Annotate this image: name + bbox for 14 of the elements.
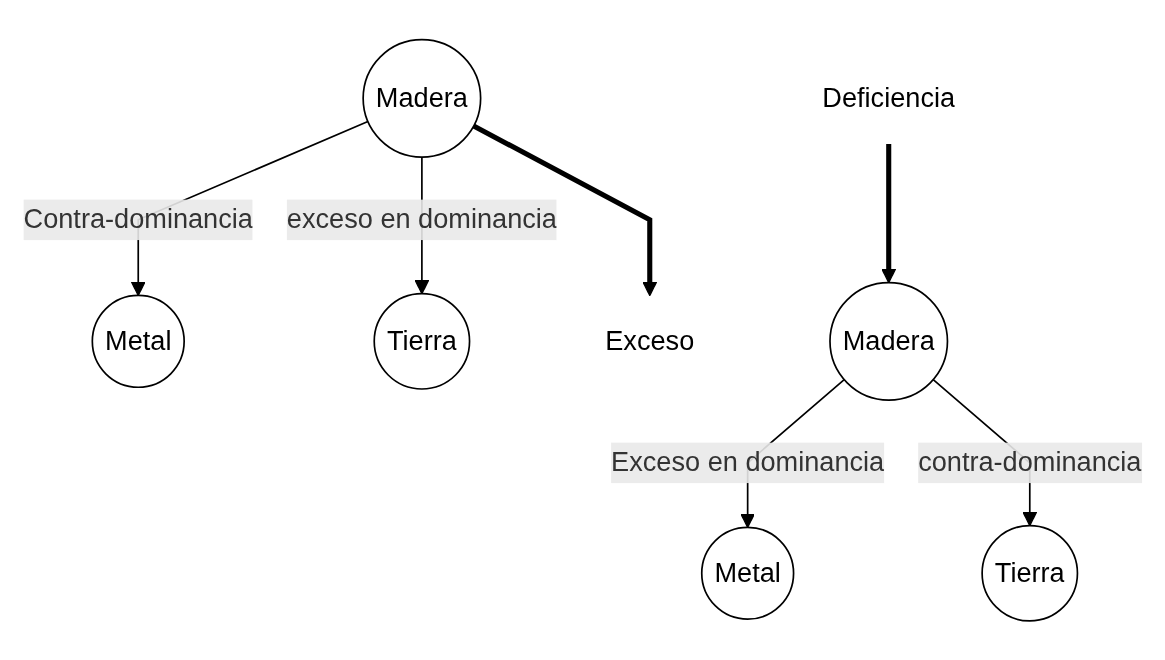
edge-label: contra-dominancia bbox=[918, 447, 1142, 477]
node-circle: Metal bbox=[91, 294, 185, 388]
arrow bbox=[472, 123, 658, 296]
edge-label: exceso en dominancia bbox=[286, 204, 557, 234]
node-circle: Madera bbox=[362, 38, 482, 158]
node-circle: Tierra bbox=[981, 524, 1079, 622]
node-text: Deficiencia bbox=[822, 82, 956, 112]
node-circle: Tierra bbox=[373, 292, 471, 390]
arrow bbox=[881, 143, 897, 283]
node-circle: Madera bbox=[829, 281, 949, 401]
node-text: Exceso bbox=[605, 325, 695, 355]
edge-label: Contra-dominancia bbox=[23, 204, 253, 234]
node-circle: Metal bbox=[700, 526, 795, 620]
edge-label: Exceso en dominancia bbox=[611, 447, 885, 477]
